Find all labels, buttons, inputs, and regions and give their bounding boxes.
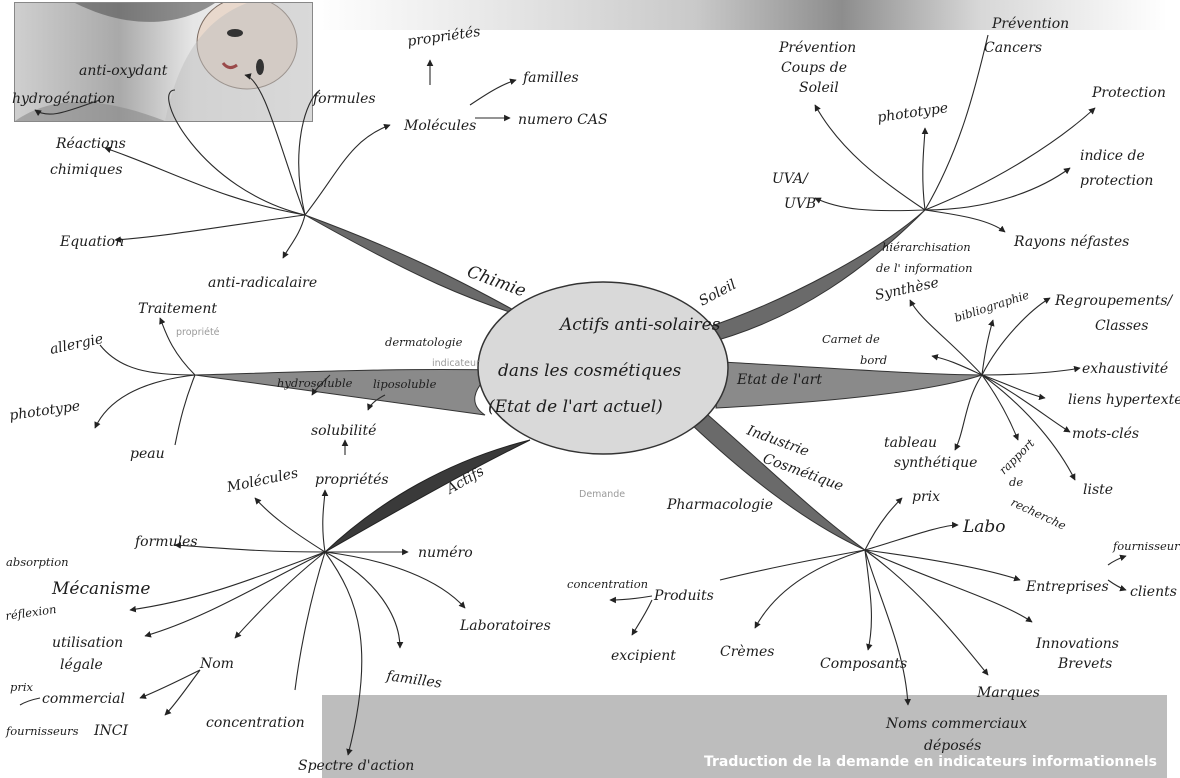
faint-propriete: propriété <box>176 327 220 338</box>
label-equation: Equation <box>59 234 124 250</box>
label-traitement: Traitement <box>138 301 217 317</box>
label-reflexion: réflexion <box>4 602 57 623</box>
label-molecules-top: Molécules <box>403 118 476 134</box>
branch-label-dermatologie: dermatologie <box>385 335 463 349</box>
woman-photo <box>14 2 313 122</box>
label-solubilite: solubilité <box>311 423 376 439</box>
footer-band: Traduction de la demande en indicateurs … <box>322 695 1167 778</box>
label-excipient: excipient <box>611 648 676 664</box>
label-indice-1: indice de <box>1080 148 1145 164</box>
label-phototype-soleil: phototype <box>876 100 949 126</box>
label-noms-2: déposés <box>924 738 981 754</box>
label-prevention-soleil-2: Coups de <box>781 60 847 76</box>
label-prix-right: prix <box>912 489 940 505</box>
label-liste: liste <box>1083 482 1113 498</box>
label-mecanisme: Mécanisme <box>51 579 150 599</box>
label-inci: INCI <box>93 723 128 739</box>
label-liens: liens hypertexte <box>1068 392 1180 408</box>
label-carnet-1: Carnet de <box>822 332 880 346</box>
label-reactions-2: chimiques <box>50 162 123 178</box>
label-absorption: absorption <box>6 555 69 569</box>
label-bibliographie: bibliographie <box>953 287 1031 324</box>
label-anti-oxydant: anti-oxydant <box>79 63 168 79</box>
label-indice-2: protection <box>1080 173 1153 189</box>
footer-caption: Traduction de la demande en indicateurs … <box>703 754 1157 770</box>
label-hierarchisation-1: hiérarchisation <box>882 240 971 254</box>
label-labo: Labo <box>962 517 1006 537</box>
label-phototype-left: phototype <box>8 398 81 424</box>
label-regroupements-1: Regroupements/ <box>1054 293 1174 309</box>
label-proprietes-top: propriétés <box>406 24 481 50</box>
label-fournisseurs-right: fournisseurs <box>1112 539 1180 553</box>
center-line2: dans les cosmétiques <box>498 361 682 381</box>
label-clients: clients <box>1130 584 1177 600</box>
label-numero: numéro <box>418 545 473 561</box>
label-anti-radicalaire: anti-radicalaire <box>208 275 317 291</box>
center-line1: Actifs anti-solaires <box>558 315 721 335</box>
label-produits: Produits <box>653 588 714 604</box>
label-prevention-soleil-3: Soleil <box>799 80 839 96</box>
label-numero-cas: numero CAS <box>518 112 608 128</box>
label-uvb: UVB <box>784 196 816 212</box>
label-carnet-2: bord <box>860 353 887 367</box>
branch-soleil <box>699 209 926 346</box>
faint-demande: Demande <box>579 489 625 500</box>
label-uva: UVA/ <box>772 171 809 187</box>
branch-label-soleil: Soleil <box>696 277 739 310</box>
label-formules-mid: formules <box>134 534 198 550</box>
faint-indicateur: indicateur <box>432 358 480 369</box>
label-familles-mid: familles <box>384 668 442 692</box>
center-line3: (Etat de l'art actuel) <box>488 397 663 417</box>
label-rayons: Rayons néfastes <box>1013 234 1129 250</box>
label-fournisseurs-left: fournisseurs <box>5 724 79 738</box>
label-rapport-2: de <box>1009 475 1023 489</box>
label-reactions-1: Réactions <box>55 136 126 152</box>
label-concentration-right: concentration <box>567 577 648 591</box>
top-photo-band <box>311 0 1167 30</box>
label-utilisation-1: utilisation <box>52 635 123 651</box>
label-liposoluble: liposoluble <box>373 377 437 391</box>
branch-actifs <box>324 439 531 553</box>
branch-chimie <box>304 214 529 319</box>
label-tableau-1: tableau <box>884 435 937 451</box>
label-composants: Composants <box>820 656 907 672</box>
label-formules-top: formules <box>312 91 376 107</box>
label-tableau-2: synthétique <box>894 455 977 471</box>
label-entreprises: Entreprises <box>1025 579 1109 595</box>
label-hierarchisation-2: de l' information <box>876 261 972 275</box>
label-exhaustivite: exhaustivité <box>1082 361 1168 377</box>
label-regroupements-2: Classes <box>1095 318 1148 334</box>
label-allergie: allergie <box>49 331 105 358</box>
label-innovations-2: Brevets <box>1057 656 1112 672</box>
label-spectre: Spectre d'action <box>298 758 414 774</box>
center-node <box>477 281 729 455</box>
label-utilisation-2: légale <box>60 657 103 673</box>
label-nom: Nom <box>199 656 234 672</box>
label-noms-1: Noms commerciaux <box>885 716 1027 732</box>
branch-label-etat-art: Etat de l'art <box>736 372 822 388</box>
label-prevention-cancers-1: Prévention <box>991 16 1069 32</box>
label-rapport-1: rapport <box>996 436 1037 477</box>
label-cremes: Crèmes <box>720 644 774 660</box>
label-concentration-left: concentration <box>206 715 305 731</box>
label-prix-left: prix <box>10 680 34 694</box>
label-mots-cles: mots-clés <box>1072 426 1139 442</box>
label-synthese: Synthèse <box>874 275 941 304</box>
label-rapport-3: recherche <box>1009 495 1069 533</box>
label-hydrosoluble: hydrosoluble <box>277 376 353 390</box>
label-innovations-1: Innovations <box>1035 636 1119 652</box>
label-commercial: commercial <box>42 691 125 707</box>
label-molecules-mid: Molécules <box>225 465 300 496</box>
label-prevention-cancers-2: Cancers <box>984 40 1042 56</box>
label-prevention-soleil-1: Prévention <box>778 40 856 56</box>
label-pharmacologie: Pharmacologie <box>666 497 773 513</box>
label-marques: Marques <box>976 685 1040 701</box>
label-hydrogenation: hydrogénation <box>12 91 115 107</box>
label-protection: Protection <box>1091 85 1166 101</box>
label-peau: peau <box>130 446 165 462</box>
label-laboratoires: Laboratoires <box>459 618 551 634</box>
label-familles-top: familles <box>522 70 579 86</box>
label-proprietes-mid: propriétés <box>315 472 389 488</box>
